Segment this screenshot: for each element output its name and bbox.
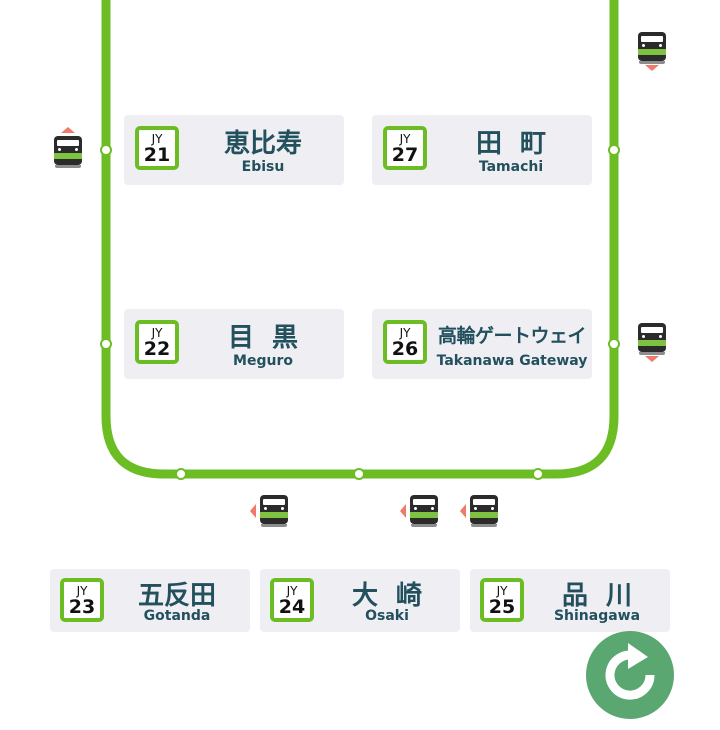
direction-arrow-up-icon [61, 127, 75, 133]
direction-arrow-left-icon [250, 504, 256, 518]
stop-dot [608, 338, 620, 350]
refresh-button[interactable] [586, 631, 674, 719]
station-number: 22 [143, 338, 171, 360]
route-line [101, 0, 619, 479]
station-name: 品川 [561, 581, 650, 611]
station-card-ebisu[interactable]: JY 21 恵比寿 Ebisu [124, 115, 344, 185]
direction-arrow-down-icon [645, 65, 659, 71]
station-name-en: Osaki [365, 608, 409, 624]
station-name-en: Ebisu [241, 159, 285, 175]
station-name-en: Shinagawa [553, 608, 641, 624]
train-icon[interactable] [400, 495, 440, 535]
station-number-badge: JY 23 [60, 578, 104, 622]
stop-dot [175, 468, 187, 480]
station-number: 27 [391, 144, 419, 166]
station-name: 高輪ゲートウェイ [437, 325, 587, 347]
station-card-takanawa-gateway[interactable]: JY 26 高輪ゲートウェイ Takanawa Gateway [372, 309, 592, 379]
station-number: 21 [143, 144, 171, 166]
station-name: 目黒 [227, 323, 316, 353]
station-name: 田町 [475, 129, 564, 159]
station-number-badge: JY 25 [480, 578, 524, 622]
refresh-icon [605, 643, 655, 700]
station-name: 恵比寿 [223, 129, 302, 159]
direction-arrow-down-icon [645, 356, 659, 362]
stop-dots [100, 144, 620, 480]
station-name-en: Tamachi [478, 159, 544, 175]
station-number: 23 [68, 596, 96, 618]
station-number-badge: JY 27 [383, 126, 427, 170]
train-icon[interactable] [250, 495, 290, 535]
stop-dot [100, 338, 112, 350]
station-card-shinagawa[interactable]: JY 25 品川 Shinagawa [470, 569, 670, 632]
stop-dot [608, 144, 620, 156]
train-icon[interactable] [636, 32, 668, 72]
station-number: 25 [488, 596, 516, 618]
direction-arrow-left-icon [460, 504, 466, 518]
station-card-meguro[interactable]: JY 22 目黒 Meguro [124, 309, 344, 379]
stop-dot [100, 144, 112, 156]
station-name: 大崎 [351, 581, 440, 611]
station-name-en: Takanawa Gateway [436, 353, 588, 369]
stop-dot [353, 468, 365, 480]
direction-arrow-left-icon [400, 504, 406, 518]
station-number-badge: JY 22 [135, 320, 179, 364]
station-card-tamachi[interactable]: JY 27 田町 Tamachi [372, 115, 592, 185]
station-card-gotanda[interactable]: JY 23 五反田 Gotanda [50, 569, 250, 632]
station-name-en: Meguro [233, 353, 293, 369]
station-number: 24 [278, 596, 306, 618]
station-number-badge: JY 24 [270, 578, 314, 622]
station-card-osaki[interactable]: JY 24 大崎 Osaki [260, 569, 460, 632]
train-icon[interactable] [52, 127, 84, 176]
station-number: 26 [391, 338, 419, 360]
station-number-badge: JY 21 [135, 126, 179, 170]
station-name: 五反田 [137, 581, 216, 611]
stop-dot [532, 468, 544, 480]
station-number-badge: JY 26 [383, 320, 427, 364]
train-icon[interactable] [636, 323, 668, 363]
train-icon[interactable] [460, 495, 500, 535]
station-name-en: Gotanda [143, 608, 211, 624]
